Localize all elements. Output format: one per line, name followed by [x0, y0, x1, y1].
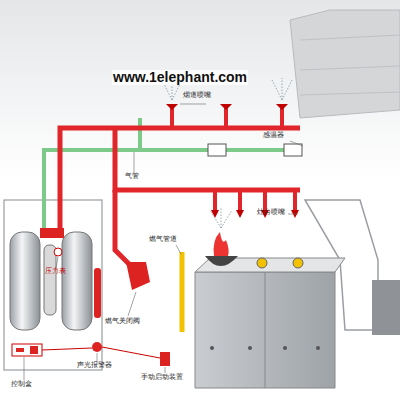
leader-line	[176, 245, 181, 254]
agent-cylinder	[62, 232, 92, 330]
leader-line	[290, 141, 303, 146]
knob	[210, 346, 214, 350]
cabinet-outline	[4, 200, 102, 370]
valve-label: 燃气关闭阀	[104, 318, 141, 326]
stove-nozzle-pipe	[215, 190, 295, 210]
device-label: 控制盒	[10, 381, 33, 389]
nozzle-label: 烟道喷嘴	[182, 92, 212, 100]
heat-detector	[208, 144, 226, 156]
leader-line	[180, 104, 206, 105]
nozzle-label: 灶台喷嘴	[256, 209, 286, 217]
burner	[257, 258, 267, 268]
stove-nozzle	[211, 210, 299, 218]
wire	[102, 347, 160, 358]
gas-pipe	[180, 252, 185, 332]
manual-start	[160, 352, 170, 366]
control-box-lamp	[16, 348, 24, 352]
wire	[42, 348, 92, 350]
leader-line	[134, 152, 135, 173]
watermark: www.1elephant.com	[112, 70, 248, 85]
exhaust-duct	[290, 10, 400, 118]
air-pipe	[138, 118, 142, 150]
gas-shutoff-valve	[126, 262, 150, 290]
heat-detector	[284, 144, 302, 156]
gas-cylinder	[44, 245, 56, 315]
pipe-label: 气管	[124, 173, 140, 181]
control-box-lamp	[30, 346, 38, 354]
knob	[248, 346, 252, 350]
stove-body	[195, 272, 335, 388]
burner	[293, 258, 303, 268]
flue-nozzle-pipe	[172, 108, 282, 128]
wok	[205, 256, 238, 266]
extinguisher	[94, 268, 101, 318]
stove-divider	[265, 272, 266, 388]
alarm	[92, 342, 102, 352]
leader-line	[288, 214, 298, 215]
discharge-pipe	[60, 128, 300, 232]
hood-panel	[372, 280, 400, 335]
flue-nozzle	[166, 104, 288, 110]
leader-line	[97, 353, 98, 362]
valve-head	[40, 228, 64, 238]
detector-label: 感温器	[262, 132, 285, 140]
discharge-pipe	[115, 128, 300, 190]
pipe-label: 燃气管道	[148, 236, 178, 244]
device-label: 手动启动装置	[140, 374, 184, 382]
leader-line	[24, 357, 25, 380]
knob	[316, 346, 320, 350]
agent-cylinder	[10, 232, 40, 330]
device-label: 声光报警器	[76, 362, 113, 370]
gauge-label: 压力表	[44, 268, 67, 276]
pressure-gauge	[54, 248, 62, 256]
spray	[210, 208, 232, 228]
valve-pipe	[115, 190, 135, 270]
leader-line	[165, 367, 166, 373]
control-box	[12, 344, 42, 356]
flame	[214, 232, 229, 256]
knob	[283, 346, 287, 350]
leader-line	[128, 292, 136, 316]
duct-seam	[300, 35, 400, 95]
leader-line	[56, 257, 58, 268]
